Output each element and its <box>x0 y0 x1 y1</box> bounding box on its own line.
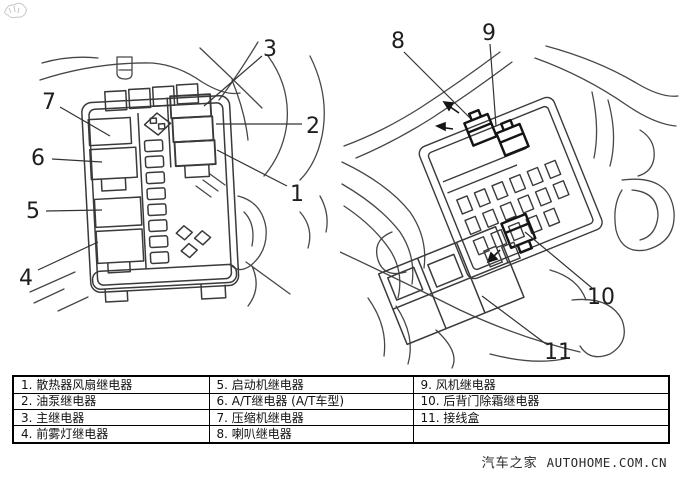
relay-5-shape <box>93 196 143 229</box>
junction-box-harness-lines <box>340 45 679 369</box>
relay-8-arrow-icon <box>435 101 460 132</box>
relay-10-shape <box>500 212 537 254</box>
watermark-site-name: 汽车之家 <box>481 456 538 471</box>
legend-row: 1. 散热器风扇继电器 5. 启动机继电器 9. 风机继电器 <box>12 375 670 394</box>
legend-cell-4: 4. 前雾灯继电器 <box>12 425 210 444</box>
legend-row: 3. 主继电器 7. 压缩机继电器 11. 接线盒 <box>12 408 670 427</box>
interior-junction-box-diagram: 8 9 10 11 <box>340 21 679 369</box>
cross-bracket-shape <box>143 112 172 136</box>
callout-number-4: 4 <box>19 266 33 291</box>
corner-artifact-icon <box>4 2 27 19</box>
legend-table: 1. 散热器风扇继电器 5. 启动机继电器 9. 风机继电器 2. 油泵继电器 … <box>12 375 670 444</box>
fuse-strip <box>143 139 170 265</box>
legend-row: 4. 前雾灯继电器 8. 喇叭继电器 <box>12 425 670 444</box>
legend-cell-6: 6. A/T继电器 (A/T车型) <box>208 392 414 410</box>
callout-number-1: 1 <box>290 182 304 207</box>
callout-number-11: 11 <box>544 340 572 365</box>
junction-box-body <box>418 96 603 280</box>
relay-9-shape <box>495 118 530 157</box>
right-callout-leaders <box>403 43 593 345</box>
fuse-slot-grid <box>456 159 570 256</box>
relay-2-shape <box>171 115 215 144</box>
engine-bay-fusebox-body <box>81 83 240 303</box>
diamond-bracket-shape <box>175 225 212 259</box>
callout-number-5: 5 <box>26 199 40 224</box>
callout-number-7: 7 <box>42 90 56 115</box>
relay-8-shape <box>463 108 498 147</box>
callout-number-6: 6 <box>31 146 45 171</box>
legend-cell-5: 5. 启动机继电器 <box>208 375 414 394</box>
legend-cell-9: 9. 风机继电器 <box>412 375 670 394</box>
relay-1-shape <box>173 139 217 168</box>
small-slot-pair <box>482 241 522 268</box>
relay-7-shape <box>87 116 133 147</box>
callout-number-10: 10 <box>587 285 615 310</box>
watermark: 汽车之家 AUTOHOME.COM.CN <box>482 452 667 471</box>
legend-cell-empty <box>412 425 670 444</box>
legend-cell-8: 8. 喇叭继电器 <box>208 425 414 444</box>
relay-4-shape <box>95 228 145 265</box>
callout-number-8: 8 <box>391 29 405 54</box>
legend-cell-7: 7. 压缩机继电器 <box>208 408 414 427</box>
legend-cell-11: 11. 接线盒 <box>412 408 670 427</box>
callout-number-9: 9 <box>482 21 496 46</box>
left-callout-leaders <box>37 55 302 271</box>
callout-number-3: 3 <box>263 37 277 62</box>
watermark-site-domain: AUTOHOME.COM.CN <box>546 455 667 470</box>
legend-row: 2. 油泵继电器 6. A/T继电器 (A/T车型) 10. 后背门除霜继电器 <box>12 392 670 410</box>
legend-cell-3: 3. 主继电器 <box>12 408 210 427</box>
engine-bay-harness-lines <box>29 41 328 312</box>
connector-block-11-shape <box>377 225 525 346</box>
relay-6-shape <box>89 146 139 181</box>
legend-cell-2: 2. 油泵继电器 <box>12 392 210 410</box>
legend-cell-10: 10. 后背门除霜继电器 <box>412 392 670 410</box>
callout-number-2: 2 <box>306 114 320 139</box>
engine-bay-relay-box-diagram: 3 2 1 7 6 5 4 <box>19 37 328 312</box>
legend-cell-1: 1. 散热器风扇继电器 <box>12 375 210 394</box>
